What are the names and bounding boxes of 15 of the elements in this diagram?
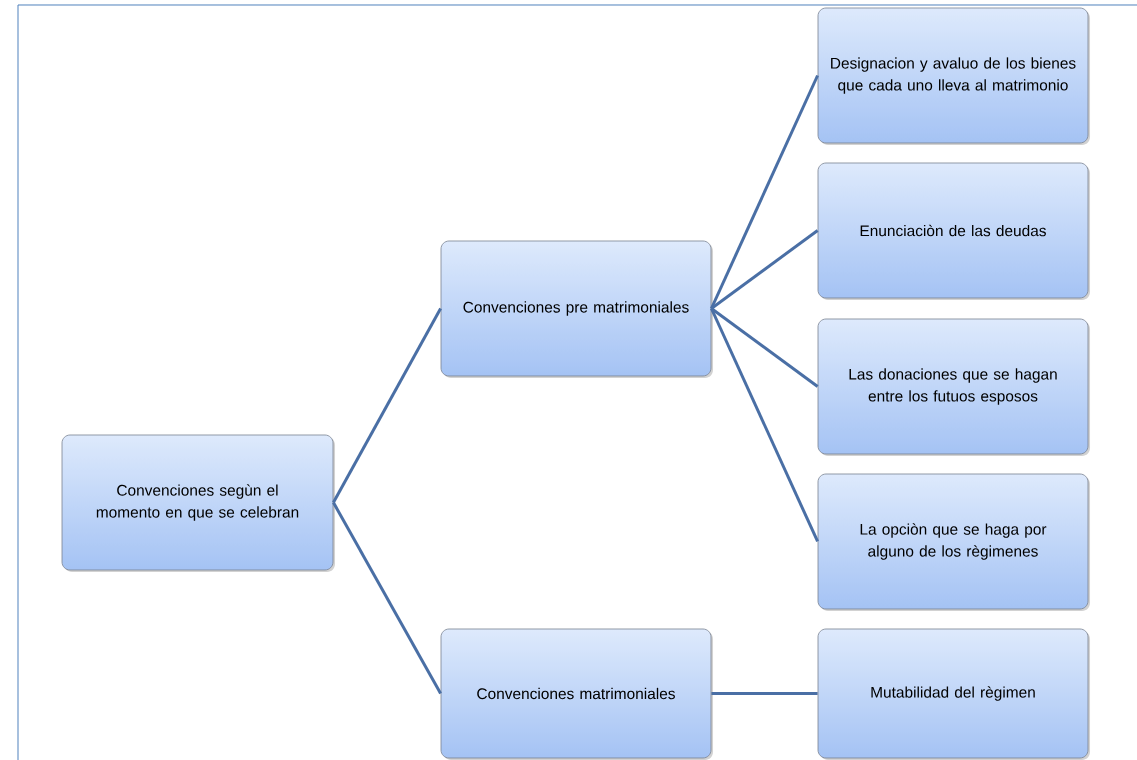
process-box: La opciòn que se haga por alguno de los règimenes <box>817 473 1090 611</box>
connector-line <box>711 692 818 695</box>
process-box: Designacion y avaluo de los bienes que cada uno lleva al matrimonio <box>817 7 1090 145</box>
connector-line <box>332 501 442 695</box>
connector-line <box>710 307 819 388</box>
process-box: Convenciones matrimoniales <box>440 628 713 760</box>
process-box: Enunciaciòn de las deudas <box>817 162 1090 300</box>
process-box: Convenciones pre matrimoniales <box>440 240 713 378</box>
process-box: Las donaciones que se hagan entre los futuos esposos <box>817 318 1090 456</box>
connector-line <box>710 74 819 310</box>
connector-line <box>332 307 442 504</box>
process-box: Mutabilidad del règimen <box>817 628 1090 760</box>
connector-line <box>710 229 819 310</box>
process-box: Convenciones segùn el momento en que se celebran <box>61 434 335 572</box>
connector-line <box>710 307 819 543</box>
